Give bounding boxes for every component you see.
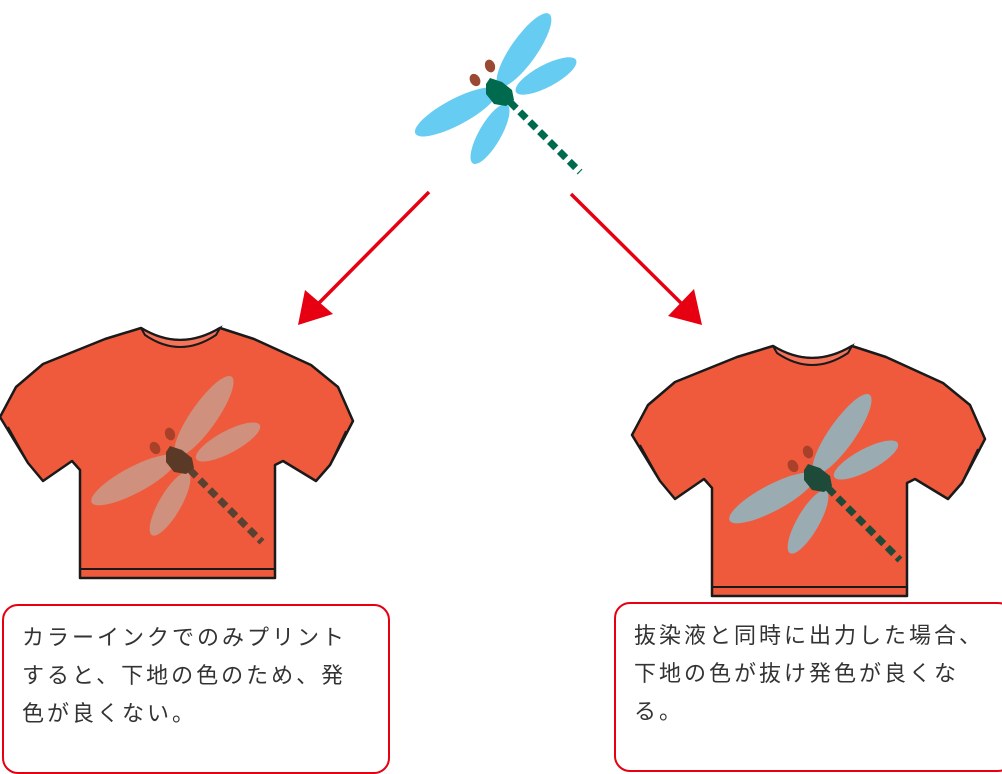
caption-left-line2: すると、下地の色のため、発 <box>22 664 347 689</box>
dragonfly-print-dull-icon <box>91 375 265 545</box>
arrow-left-icon <box>298 190 431 325</box>
caption-right-line3: る。 <box>634 700 685 725</box>
caption-left-line3: 色が良くない。 <box>22 702 198 727</box>
arrow-right-icon <box>569 192 702 325</box>
caption-right-line1: 抜染液と同時に出力した場合、 <box>634 624 985 649</box>
caption-right-line2: 下地の色が抜け発色が良くな <box>634 662 960 687</box>
original-dragonfly-icon: #df-top .df-wing { fill:#66ccf2; } <box>414 13 583 175</box>
caption-color-ink-only: カラーインクでのみプリント すると、下地の色のため、発 色が良くない。 <box>2 604 390 774</box>
caption-left-line1: カラーインクでのみプリント <box>22 626 348 651</box>
caption-with-discharge: 抜染液と同時に出力した場合、 下地の色が抜け発色が良くな る。 <box>614 602 1002 772</box>
dragonfly-print-vivid-icon <box>729 393 903 563</box>
